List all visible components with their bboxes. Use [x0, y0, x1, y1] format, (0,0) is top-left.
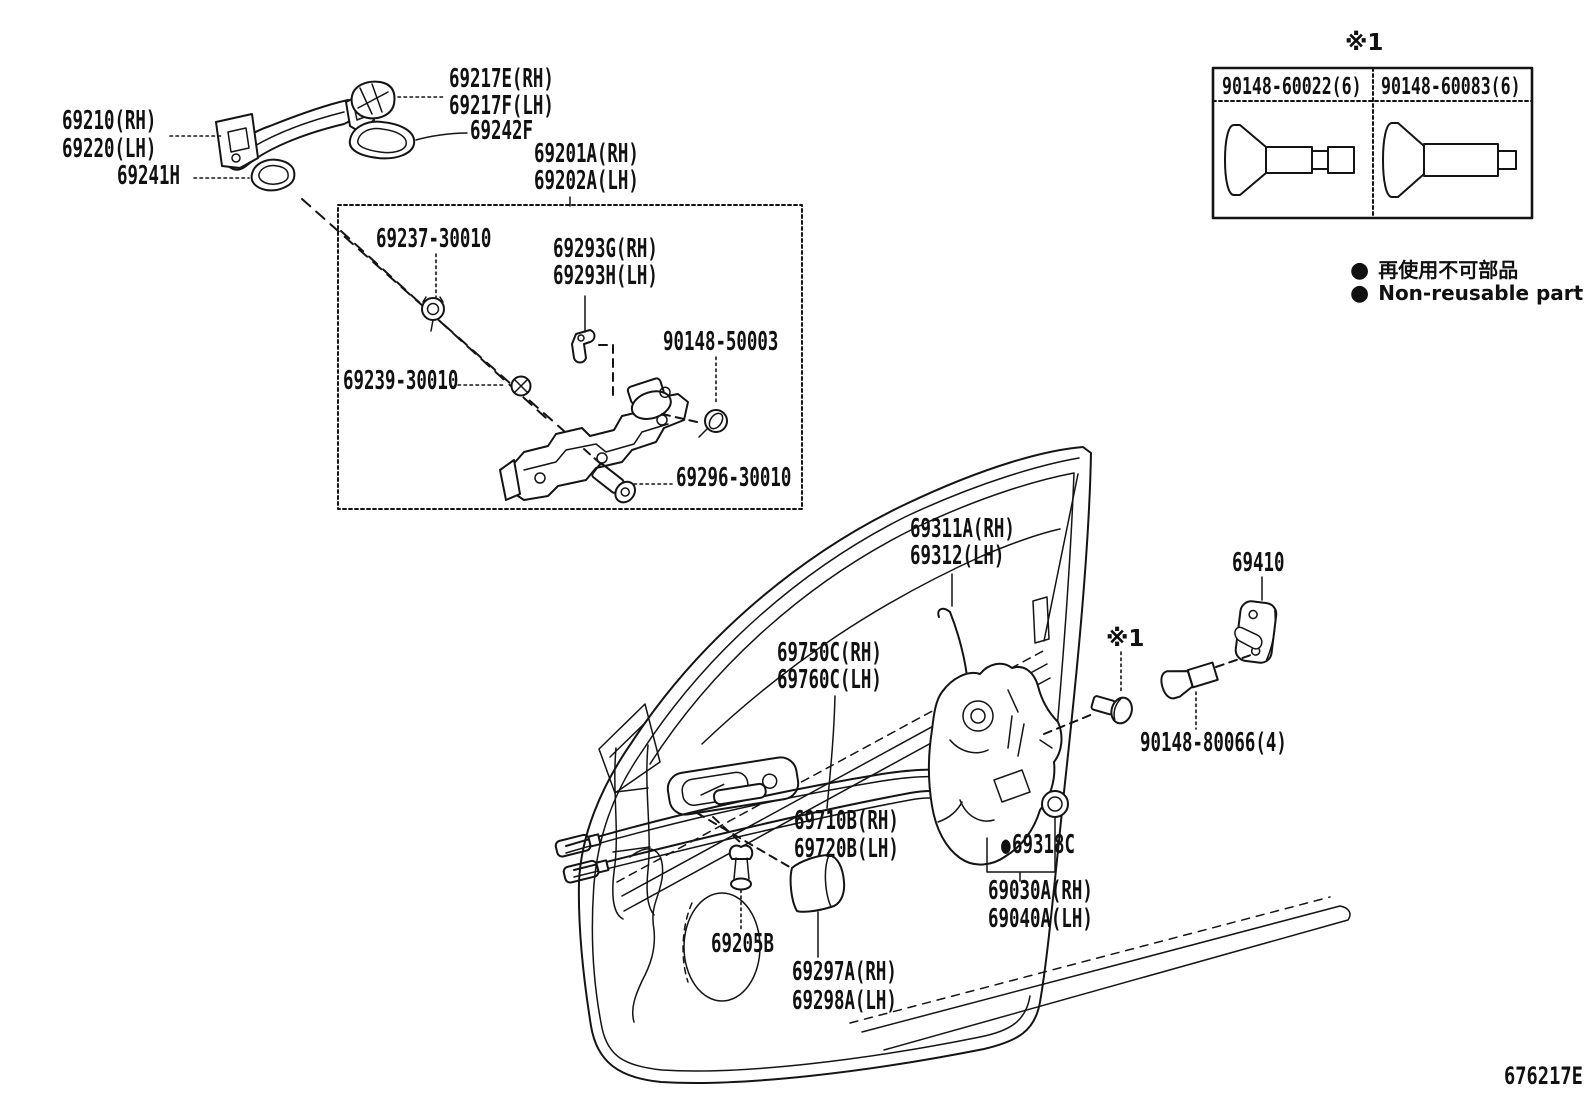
outside-handle-drawing	[215, 91, 375, 171]
screw-50003-drawing	[698, 409, 728, 438]
clip-69205-drawing	[728, 844, 754, 891]
non-reusable-bullet-icon: ●	[1350, 258, 1370, 283]
legend-jp: ● 再使用不可部品	[1350, 254, 1518, 283]
part-label-69293g: 69293G(RH)	[553, 234, 658, 264]
table-screw-60022	[1224, 124, 1355, 196]
part-label-69040a: 69040A(LH)	[988, 904, 1093, 934]
handle-pad-69241-drawing	[250, 158, 296, 192]
part-label-69750c: 69750C(RH)	[777, 638, 882, 668]
handle-pad-69242-drawing	[348, 120, 416, 160]
part-label-69237: 69237-30010	[376, 224, 492, 254]
legend-jp-text: 再使用不可部品	[1378, 258, 1519, 282]
clip-69239-drawing	[510, 375, 532, 397]
diagram-id: 676217E	[1504, 1062, 1583, 1090]
part-label-90148-80066: 90148-80066(4)	[1140, 728, 1287, 758]
legend-en: ● Non-reusable part	[1350, 281, 1583, 306]
leader-69242	[415, 132, 468, 141]
part-label-69710b: 69710B(RH)	[794, 806, 899, 836]
table-part-60083: 90148-60083(6)	[1381, 74, 1521, 100]
part-label-69220: 69220(LH)	[62, 134, 157, 164]
part-label-69760c: 69760C(LH)	[777, 665, 882, 695]
part-label-69312: 69312(LH)	[910, 541, 1005, 571]
leader-69710	[937, 801, 963, 823]
part-label-69239: 69239-30010	[343, 366, 459, 396]
part-label-69201a: 69201A(RH)	[534, 139, 639, 169]
dash-pad	[696, 812, 794, 870]
part-label-69720b: 69720B(LH)	[794, 834, 899, 864]
handle-frame-drawing	[499, 377, 689, 501]
part-label-90148-50003: 90148-50003	[663, 327, 779, 357]
table-part-60022: 90148-60022(6)	[1222, 74, 1362, 100]
part-label-69205b: 69205B	[711, 929, 774, 959]
table-screw-60083	[1382, 122, 1517, 198]
inside-handle-bezel-drawing	[666, 756, 800, 816]
screw-ref1-drawing	[1090, 695, 1133, 725]
handle-cover-69217-drawing	[350, 80, 396, 120]
part-label-69242f: 69242F	[470, 116, 533, 146]
part-label-69298a: 69298A(LH)	[792, 986, 897, 1016]
ref-screw-table	[1211, 66, 1534, 220]
dash-clip	[712, 816, 742, 844]
ref-mark-table: ※1	[1345, 30, 1384, 56]
subassembly-box	[337, 204, 803, 510]
leader-69750	[826, 695, 836, 809]
part-label-69410: 69410	[1232, 548, 1285, 578]
leader-69030-bracket	[986, 817, 1056, 882]
legend-en-text: Non-reusable part	[1378, 281, 1584, 305]
part-label-69217f: 69217F(LH)	[449, 91, 554, 121]
part-label-69241h: 69241H	[117, 161, 180, 191]
speaker-opening	[683, 892, 761, 1002]
pad-69297-drawing	[789, 854, 846, 913]
screw-80066-drawing	[1160, 661, 1219, 700]
part-label-69210: 69210(RH)	[62, 106, 157, 136]
grommet-69318-drawing	[1041, 790, 1069, 818]
part-label-69202a: 69202A(LH)	[534, 166, 639, 196]
dash-69296	[583, 448, 603, 466]
part-label-69318c: ●69318C	[1001, 832, 1075, 858]
part-label-69293h: 69293H(LH)	[553, 261, 658, 291]
part-label-69217e: 69217E(RH)	[449, 64, 554, 94]
dash-69293	[598, 344, 614, 400]
dash-lock-screw	[1043, 713, 1094, 735]
nut-69237-drawing	[421, 296, 445, 332]
screw-69296-drawing	[591, 463, 637, 504]
part-label-69318c-text: 69318C	[1012, 830, 1075, 860]
dash-50003	[661, 413, 698, 423]
bracket-69293-drawing	[571, 329, 596, 364]
dash-screw-striker	[1215, 653, 1255, 668]
part-label-69297a: 69297A(RH)	[792, 957, 897, 987]
ref-mark-mid: ※1	[1106, 626, 1145, 652]
striker-69410-drawing	[1234, 600, 1278, 664]
part-label-69030a: 69030A(RH)	[988, 876, 1093, 906]
non-reusable-bullet-icon: ●	[1001, 831, 1013, 859]
part-label-69296: 69296-30010	[676, 463, 792, 493]
non-reusable-bullet-icon: ●	[1350, 281, 1370, 306]
part-label-69311a: 69311A(RH)	[910, 514, 1015, 544]
